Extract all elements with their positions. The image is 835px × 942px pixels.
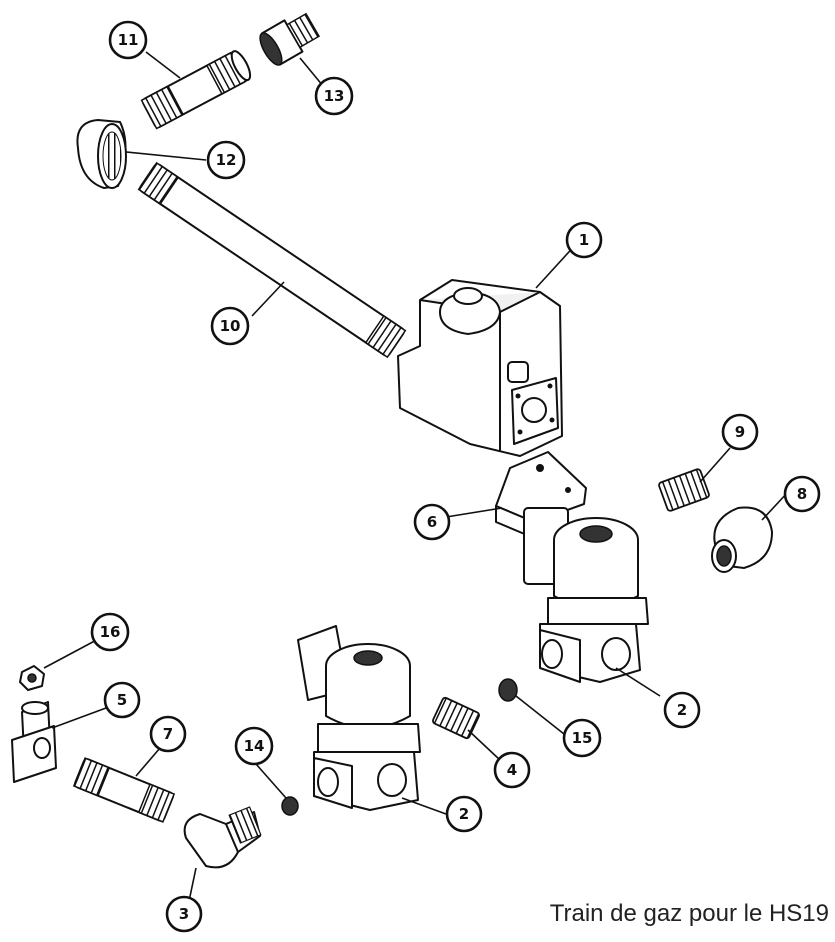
callout-11: 11 xyxy=(108,20,148,60)
svg-text:13: 13 xyxy=(324,87,345,105)
part-11-nipple xyxy=(140,50,252,130)
part-16-fitting xyxy=(19,665,45,691)
callout-7: 7 xyxy=(149,715,187,753)
callout-9: 9 xyxy=(721,413,759,451)
callout-16: 16 xyxy=(90,612,130,652)
part-10-pipe xyxy=(137,161,407,359)
callout-12: 12 xyxy=(206,140,246,180)
callout-1: 1 xyxy=(565,221,603,259)
svg-text:4: 4 xyxy=(507,761,517,779)
callout-2-right: 2 xyxy=(663,691,701,729)
svg-text:2: 2 xyxy=(677,701,687,719)
diagram-caption: Train de gaz pour le HS19 xyxy=(549,900,829,927)
svg-text:8: 8 xyxy=(797,485,807,503)
part-2-solenoid-valve-right xyxy=(523,507,649,683)
part-2-solenoid-valve-left xyxy=(297,625,421,811)
part-4-nipple xyxy=(432,696,480,740)
callout-13: 13 xyxy=(314,76,354,116)
svg-text:16: 16 xyxy=(100,623,121,641)
svg-text:12: 12 xyxy=(216,151,237,169)
callout-10: 10 xyxy=(210,306,250,346)
svg-text:2: 2 xyxy=(459,805,469,823)
svg-text:10: 10 xyxy=(220,317,241,335)
part-13-adapter xyxy=(259,12,321,66)
svg-text:15: 15 xyxy=(572,729,593,747)
part-5-block xyxy=(11,701,57,783)
svg-text:11: 11 xyxy=(118,31,139,49)
svg-text:7: 7 xyxy=(163,725,173,743)
svg-text:5: 5 xyxy=(117,691,127,709)
callout-5: 5 xyxy=(103,681,141,719)
part-3-elbow xyxy=(183,806,262,869)
leader-lines xyxy=(43,51,789,907)
svg-text:3: 3 xyxy=(179,905,189,923)
part-1-gas-valve xyxy=(397,279,563,457)
callout-3: 3 xyxy=(165,895,203,933)
callout-14: 14 xyxy=(234,726,274,766)
part-8-elbow xyxy=(711,506,773,573)
part-7-nipple xyxy=(72,757,176,823)
part-14-plug xyxy=(281,796,299,816)
part-9-nipple xyxy=(658,468,710,512)
callout-4: 4 xyxy=(493,751,531,789)
svg-text:14: 14 xyxy=(244,737,265,755)
svg-text:9: 9 xyxy=(735,423,745,441)
part-15-plug xyxy=(498,678,518,702)
part-12-cap xyxy=(76,119,127,189)
callout-8: 8 xyxy=(783,475,821,513)
callout-6: 6 xyxy=(413,503,451,541)
callout-15: 15 xyxy=(562,718,602,758)
callout-2-left: 2 xyxy=(445,795,483,833)
svg-text:6: 6 xyxy=(427,513,437,531)
svg-text:1: 1 xyxy=(579,231,589,249)
